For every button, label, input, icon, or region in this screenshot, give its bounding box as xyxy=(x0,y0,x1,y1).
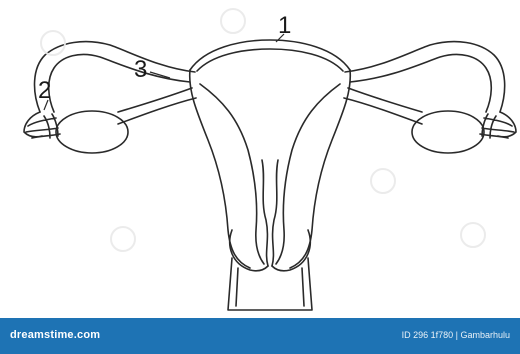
left-ovarian-ligament xyxy=(118,88,192,112)
footer-bar: dreamstime.com ID 296 1f780 | Gambarhulu xyxy=(0,318,520,354)
uterus-line-drawing xyxy=(0,0,520,318)
cervical-canal-left xyxy=(262,160,268,266)
vagina-inner-left xyxy=(236,268,238,306)
watermark-logo xyxy=(460,222,486,248)
right-fimbriae xyxy=(480,112,516,138)
left-ovary xyxy=(56,111,128,153)
uterine-fundus xyxy=(190,40,350,70)
watermark-logo xyxy=(110,226,136,252)
callout-label-3: 3 xyxy=(134,58,147,82)
uterus-body-left-wall xyxy=(190,70,250,268)
cervix-left-lobe xyxy=(230,230,268,271)
left-fimbriae xyxy=(24,112,60,138)
footer-brand-text: dreamstime.com xyxy=(10,329,100,341)
uterine-cavity-left xyxy=(200,84,264,264)
watermark-logo xyxy=(40,30,66,56)
right-fallopian-tube-outer xyxy=(345,42,505,112)
right-ovary xyxy=(412,111,484,153)
right-fallopian-tube-inner xyxy=(350,54,491,112)
left-fallopian-tube-inner xyxy=(49,54,190,112)
callout-label-2: 2 xyxy=(38,79,51,103)
watermark-logo xyxy=(220,8,246,34)
footer-id-text: ID 296 1f780 | Gambarhulu xyxy=(402,330,510,340)
uterus-body-right-wall xyxy=(290,70,350,268)
right-ovarian-ligament xyxy=(348,88,422,112)
uterine-fundus-inner xyxy=(197,49,343,71)
cervical-canal-right xyxy=(272,160,278,266)
left-ovarian-ligament-lower xyxy=(118,98,196,124)
uterine-cavity-right xyxy=(276,84,340,264)
right-ovarian-ligament-lower xyxy=(344,98,422,124)
watermark-logo xyxy=(370,168,396,194)
callout-label-1: 1 xyxy=(278,14,291,38)
cervix-right-lobe xyxy=(272,230,310,271)
vagina-inner-right xyxy=(302,268,304,306)
